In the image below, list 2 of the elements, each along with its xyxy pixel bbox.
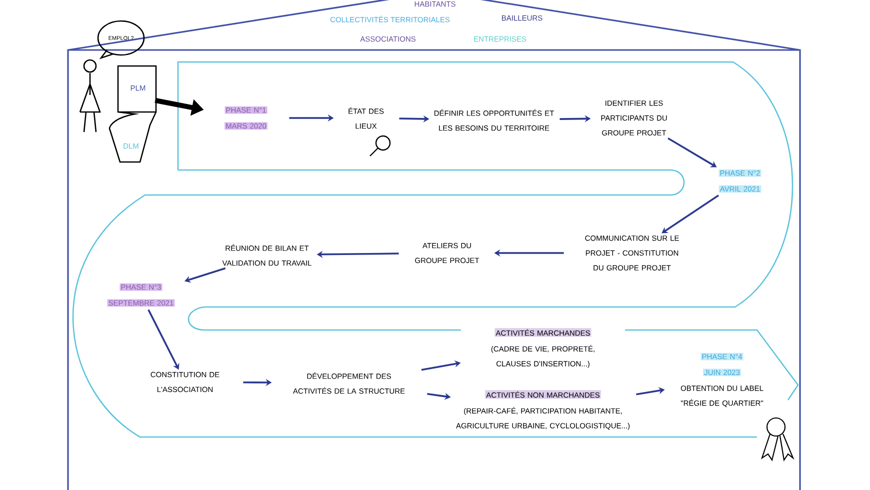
arrow [662, 194, 719, 234]
person-armchair-drawing [79, 20, 157, 163]
